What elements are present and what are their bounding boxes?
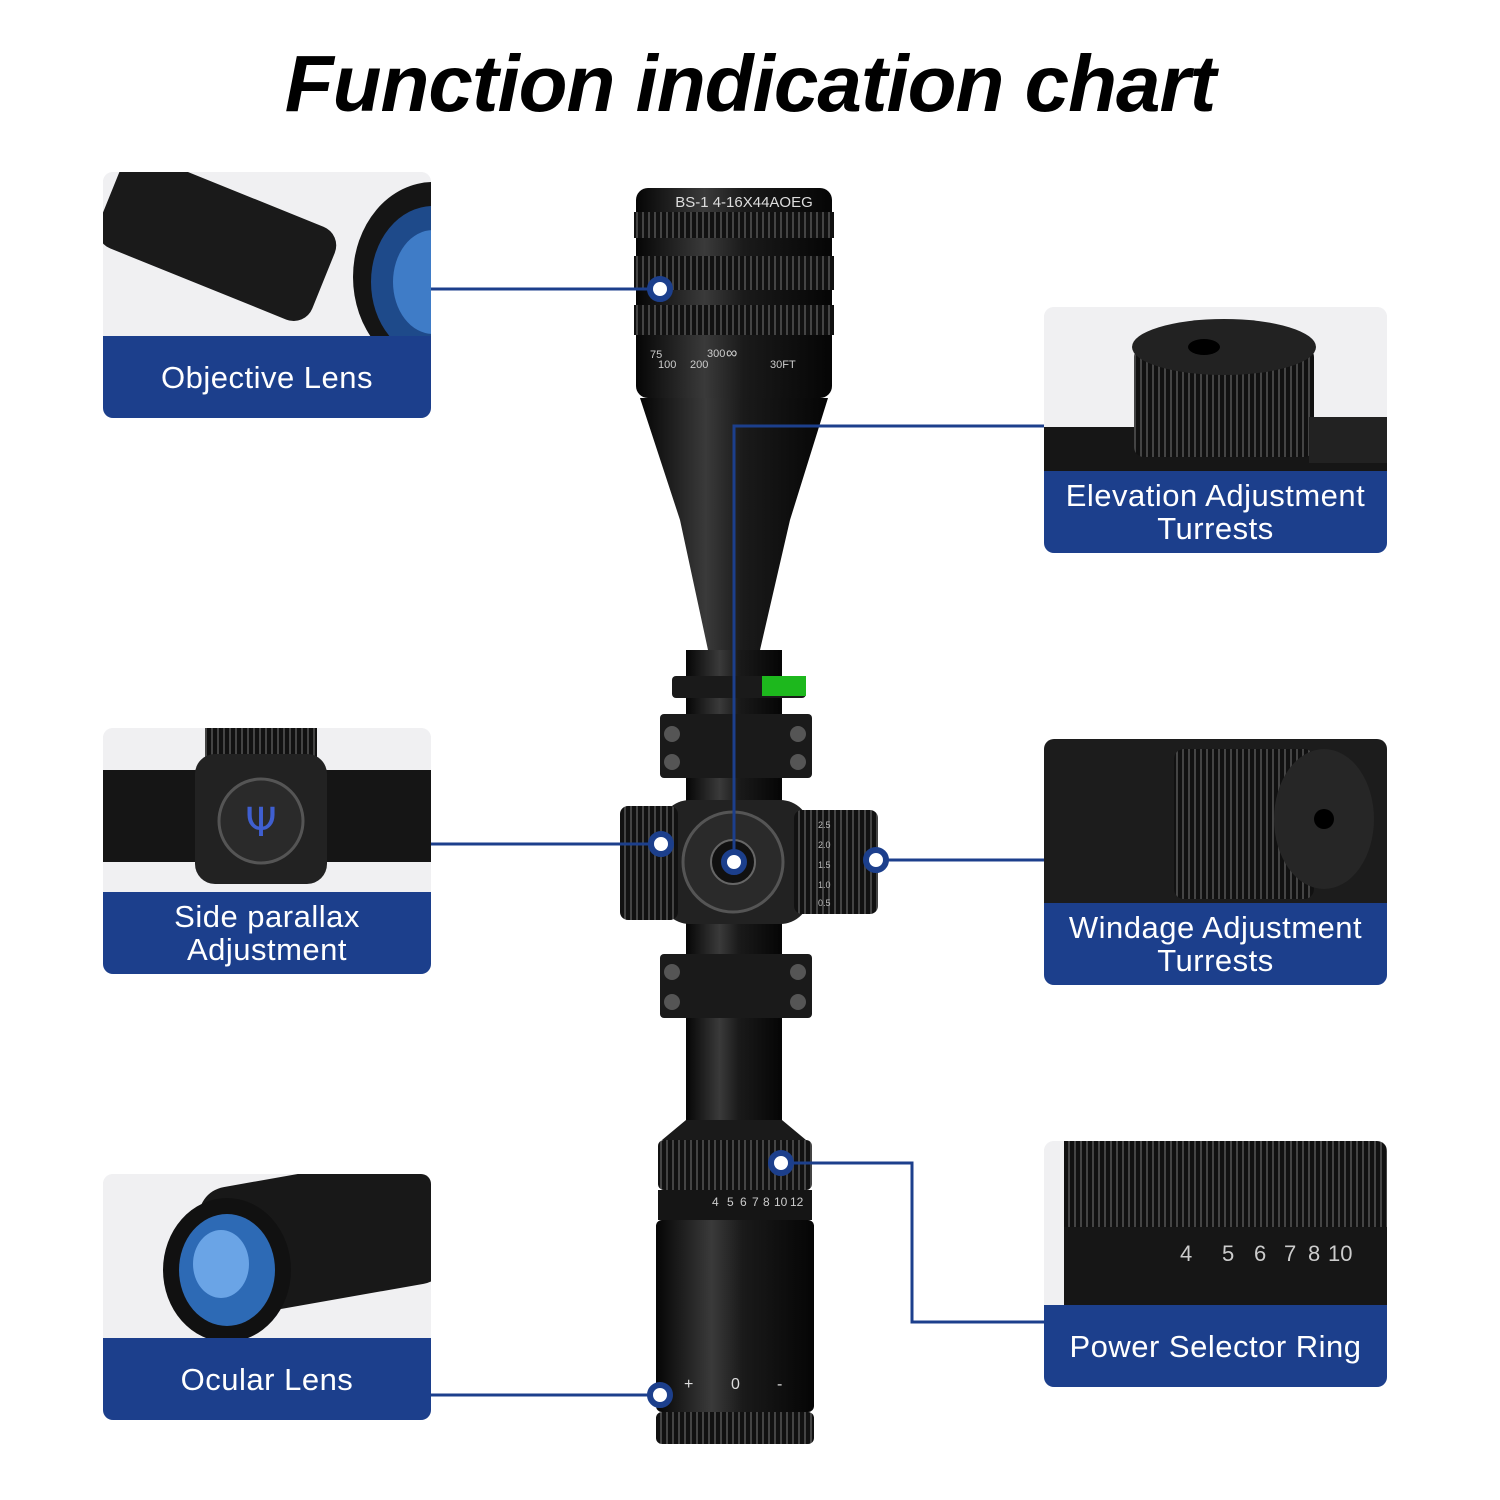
- ocular-lens-card: Ocular Lens: [103, 1174, 431, 1420]
- windage-card: Windage Adjustment Turrests: [1044, 739, 1387, 985]
- svg-text:6: 6: [740, 1195, 747, 1209]
- side-parallax-photo: Ψ: [103, 728, 431, 892]
- svg-text:Ψ: Ψ: [245, 800, 276, 846]
- magnification-scale: 4 5 6 7 8 10 12: [712, 1195, 804, 1209]
- scope-model-text: BS-1 4-16X44AOEG: [675, 194, 813, 211]
- turret-housing: [620, 800, 878, 924]
- svg-text:10: 10: [1328, 1241, 1352, 1266]
- svg-text:4: 4: [1180, 1241, 1192, 1266]
- scope-ring-rear: [660, 954, 812, 1018]
- svg-text:12: 12: [790, 1195, 804, 1209]
- svg-text:-: -: [777, 1376, 782, 1393]
- svg-text:100: 100: [658, 359, 676, 371]
- svg-text:7: 7: [752, 1195, 759, 1209]
- bubble-level: [762, 676, 806, 696]
- eyepiece: [656, 1220, 814, 1444]
- svg-text:6: 6: [1254, 1241, 1266, 1266]
- power-selector-label: Power Selector Ring: [1044, 1305, 1387, 1387]
- ocular-lens-label: Ocular Lens: [103, 1338, 431, 1420]
- parallax-scale: 75 100 200 300 ∞ 30FT: [650, 345, 796, 371]
- objective-lens-card: Objective Lens: [103, 172, 431, 418]
- windage-turret-photo: [1044, 739, 1387, 903]
- page-title: Function indication chart: [284, 39, 1217, 128]
- connector-lines: [431, 287, 1044, 1397]
- side-parallax-label: Side parallax Adjustment: [103, 892, 431, 974]
- svg-text:0: 0: [731, 1376, 740, 1393]
- ocular-lens-photo: [103, 1174, 431, 1338]
- svg-text:30FT: 30FT: [770, 359, 796, 371]
- objective-lens-label: Objective Lens: [103, 336, 431, 418]
- connector-dots: [647, 276, 889, 1408]
- svg-text:2.5: 2.5: [818, 820, 831, 830]
- svg-text:2.0: 2.0: [818, 840, 831, 850]
- ocular-scale: + 0 -: [684, 1376, 782, 1393]
- objective-lens-photo: [103, 172, 431, 336]
- elevation-turret-photo: [1044, 307, 1387, 471]
- svg-text:10: 10: [774, 1195, 788, 1209]
- svg-text:7: 7: [1284, 1241, 1296, 1266]
- svg-text:200: 200: [690, 359, 708, 371]
- elevation-label: Elevation Adjustment Turrests: [1044, 471, 1387, 553]
- windage-label: Windage Adjustment Turrests: [1044, 903, 1387, 985]
- svg-text:8: 8: [763, 1195, 770, 1209]
- svg-text:+: +: [684, 1376, 693, 1393]
- svg-text:300: 300: [707, 348, 725, 360]
- svg-text:4: 4: [712, 1195, 719, 1209]
- svg-text:1.0: 1.0: [818, 880, 831, 890]
- svg-text:1.5: 1.5: [818, 860, 831, 870]
- side-parallax-card: Ψ Side parallax Adjustment: [103, 728, 431, 974]
- svg-text:5: 5: [1222, 1241, 1234, 1266]
- svg-text:75: 75: [650, 349, 662, 361]
- turret-scale: 2.5 2.0 1.5 1.0 0.5: [818, 820, 831, 908]
- svg-text:5: 5: [727, 1195, 734, 1209]
- scope-ring-front: [660, 714, 812, 778]
- svg-text:0.5: 0.5: [818, 898, 831, 908]
- svg-text:8: 8: [1308, 1241, 1320, 1266]
- elevation-card: Elevation Adjustment Turrests: [1044, 307, 1387, 553]
- svg-text:∞: ∞: [726, 345, 737, 362]
